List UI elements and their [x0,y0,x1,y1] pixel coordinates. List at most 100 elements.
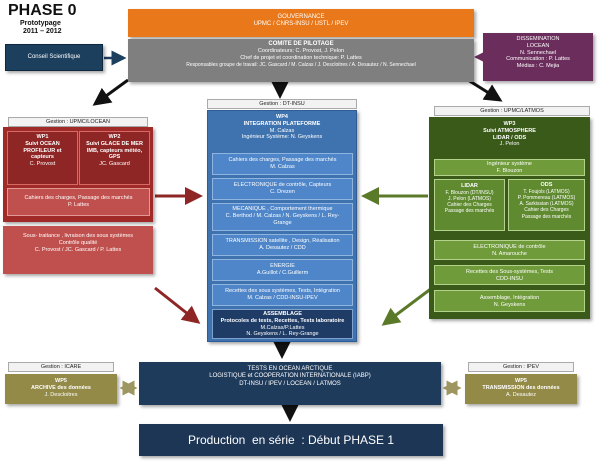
wp2-line2: IMB, capteurs météo, [86,147,143,154]
tests-arctique-box: TESTS EN OCEAN ARCTIQUE LOGISTIQUE et CO… [139,362,441,405]
wp3-person: J. Pelon [499,141,520,148]
wp2-person: JC. Gascard [99,161,130,168]
dissemination-medias: Médias : C. Mejia [516,63,560,70]
wp4-title: WP4 [276,114,288,120]
dissemination-communication: Communication : P. Lattes [506,56,570,63]
comite-line3: Responsables groupe de travail: JC. Gasc… [186,62,416,68]
wp4-box-line1: ELECTRONIQUE de contrôle, Capteurs [233,182,332,188]
locean-panel: WP1 Suivi OCEAN PROFILEUR et capteurs C.… [3,127,153,222]
wp1-line3: capteurs [31,154,54,161]
lidar-line1: F. Blouzon (DT/INSU) [445,189,494,196]
wp4-box-line1: MECANIQUE , Comportement thermique [232,206,333,212]
wp3-header: WP3 Suivi ATMOSPHERE LIDAR / ODS J. Pelo… [429,121,590,148]
production-label: Production en série : Début PHASE 1 [187,433,395,447]
comite-line2: Chef de projet et coordination technique… [240,55,362,62]
wp3-assemblage-box: Assemblage, Intégration N. Geyskens [434,290,585,312]
gouvernance-title: GOUVERNANCE [277,14,325,20]
wp4-box-line1: ENERGIE [270,263,295,269]
wp3-engineer-line1: Ingénieur système [487,161,532,167]
wp4-header: WP4 INTEGRATION PLATEFORME M. Calzas Ing… [208,114,356,141]
ods-line3: A. Sarkissian (LATMOS) [519,201,574,208]
phase-subtitle: Prototypage [20,20,61,27]
wp4-person: M. Calzas [269,127,295,134]
dissemination-box: DISSEMINATION LOCEAN N. Sennechael Commu… [483,33,593,81]
wp4-assemblage-box: ASSEMBLAGE Protocoles de tests, Recettes… [212,309,353,339]
left-cahier-line1: Cahiers des charges, Passage des marchés [24,195,133,201]
wp5-left-line1: ARCHIVE des données [31,384,91,391]
wp4-box-line2: A. Desautez / CDD [259,244,306,251]
wp2-line1: Suivi GLACE DE MER [86,140,143,147]
wp2-line3: GPS [108,154,121,161]
lidar-title: LIDAR [461,183,478,189]
wp4-engineer: Ingénieur Système: N. Geyskens [241,134,323,141]
left-cahier-line2: P. Lattes [68,201,89,208]
wp5-left-line2: J. Descloitres [44,391,78,398]
wp3-recettes-box: Recettes des Sous-systèmes, Tests CDD-IN… [434,265,585,285]
wp1-box: WP1 Suivi OCEAN PROFILEUR et capteurs C.… [7,131,78,185]
wp4-box-mecanique: MECANIQUE , Comportement thermique C. Be… [212,203,353,231]
arrow-comite-to-left [92,78,129,106]
assemblage-line2: M.Calzas/P.Lattes [260,324,305,331]
lidar-box: LIDAR F. Blouzon (DT/INSU) J. Pelon (LAT… [434,179,505,231]
wp3-subtitle2: LIDAR / ODS [492,134,527,141]
wp3-electronique-box: ELECTRONIQUE de contrôle N. Amarouche [434,240,585,260]
phase-years: 2011 – 2012 [23,28,62,35]
wp1-title: WP1 [36,134,49,140]
wp3-electronique-line2: N. Amarouche [492,250,527,257]
assemblage-line1: Protocoles de tests, Recettes, Tests lab… [220,317,345,324]
gestion-label-right: Gestion : UPMC/LATMOS [434,106,590,116]
wp4-box-line3: Grange [273,219,292,226]
wp5-left-title: WP5 [55,378,67,384]
wp1-line2: PROFILEUR et [23,147,62,154]
wp1-line1: Suivi OCEAN [25,140,60,147]
wp3-recettes-line2: CDD-INSU [496,275,523,282]
arrow-right-to-tests [381,286,433,326]
wp4-box-line1: Recettes des sous systèmes, Tests, Intég… [225,288,340,294]
wp3-title: WP3 [503,121,516,127]
tests-line1: TESTS EN OCEAN ARCTIQUE [247,366,333,372]
gouvernance-box: GOUVERNANCE UPMC / CNRS-INSU / USTL / IP… [128,9,474,37]
wp1-person: C. Provost [29,161,56,168]
wp4-box-electronique: ELECTRONIQUE de contrôle, Capteurs C. Dr… [212,178,353,200]
wp5-archive-box: WP5 ARCHIVE des données J. Descloitres [5,374,117,404]
wp4-box-line1: TRANSMISSION satellite , Design, Réalisa… [225,238,340,244]
arrow-left-to-tests [154,286,201,324]
tests-line2: LOGISTIQUE et COOPERATION INTERNATIONALE… [209,373,371,380]
ods-box: ODS T. Foujols (LATMOS) P. Pommereau (LA… [508,179,585,231]
ods-line5: Passage des marchés [521,213,572,220]
left-cahier-box: Cahiers des charges, Passage des marchés… [7,188,150,216]
wp5-right-title: WP5 [515,378,527,384]
dissemination-org: LOCEAN [526,42,550,49]
ods-line1: T. Foujols (LATMOS) [523,188,570,195]
ods-line4: Cahier des Charges [524,207,569,214]
lidar-line4: Passage des marchés [444,208,495,215]
wp3-assemblage-line1: Assemblage, Intégration [479,295,540,301]
wp4-box-cahiers: Cahiers des charges, Passage des marchés… [212,153,353,175]
assemblage-line3: N. Geyskens / L. Rey-Grange [246,331,319,338]
ods-line2: P. Pommereau (LATMOS) [517,195,576,201]
wp4-box-line1: Cahiers des charges, Passage des marchés [228,157,337,163]
wp5-right-line2: A. Desautez [506,391,536,398]
soustraitance-box: Sous- traitance , livraison des sous sys… [3,226,153,274]
wp3-recettes-line1: Recettes des Sous-systèmes, Tests [465,269,554,275]
dissemination-person: N. Sennechael [519,49,557,56]
wp3-engineer-box: Ingénieur système F. Blouzon [434,159,585,176]
arrow-comite-to-right [467,78,503,102]
lidar-line2: J. Pelon (LATMOS) [448,196,491,202]
conseil-label: Conseil Scientifique [27,54,81,60]
soustraitance-line1: Sous- traitance , livraison des sous sys… [22,233,134,239]
wp2-box: WP2 Suivi GLACE DE MER IMB, capteurs mét… [79,131,150,185]
wp4-box-line2: M. Calzas / CDD-INSU-IPEV [247,294,318,301]
wp3-panel: WP3 Suivi ATMOSPHERE LIDAR / ODS J. Pelo… [429,117,590,319]
gestion-label-ipev: Gestion : IPEV [468,362,574,372]
wp4-box-recettes: Recettes des sous systèmes, Tests, Intég… [212,284,353,306]
phase-title: PHASE 0 [8,2,77,19]
wp3-electronique-line1: ELECTRONIQUE de contrôle [473,244,546,250]
comite-title: COMITE DE PILOTAGE [268,41,334,47]
wp4-box-energie: ENERGIE A.Guillot / C.Guillerm [212,259,353,281]
comite-line1: Coordinateurs: C. Provost, J. Pelon [257,48,345,55]
wp2-title: WP2 [108,134,121,140]
wp5-right-line1: TRANSMISSION des données [482,384,560,391]
wp4-box-line2: M. Calzas [270,163,295,170]
